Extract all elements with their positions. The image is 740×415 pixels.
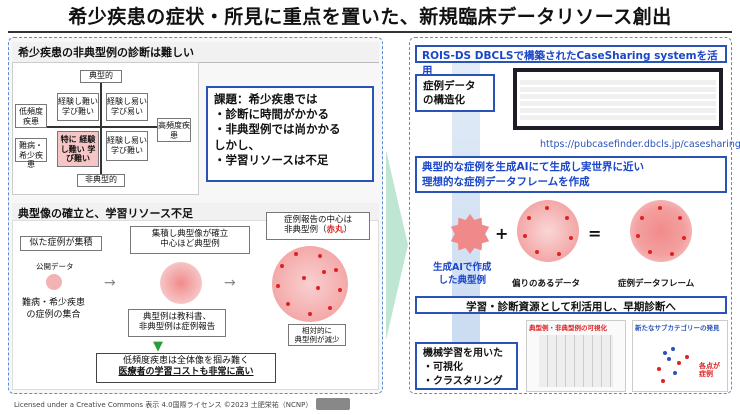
scatter-panel: 新たなサブカテゴリーの発見 各点が症例 [632,320,728,392]
center-text: 非典型例（ [283,225,327,236]
center-text-end: ） [343,225,353,236]
ml-box: 機械学習を用いた ・可視化 ・クラスタリング [415,342,518,390]
axis-bottom-label: 非典型的 [77,174,125,187]
heatmap-grid [539,335,613,387]
quadrant-cell-top-left: 経験し難い 学び難い [57,93,99,121]
head2-line: 理想的な症例データフレームを作成 [422,176,590,189]
viz-title-1: 典型例・非典型例の可視化 [529,324,607,332]
quadrant-cell-top-right: 経験し易い 学び易い [106,93,148,121]
conclusion-box: 低頻度疾患は全体像を掴み難く 医療者の学習コストも非常に高い [96,353,276,383]
axis-left-label: 低頻度疾患 [15,104,47,128]
textbook-line: 非典型例は症例報告 [138,322,216,333]
equals-sign: = [588,224,602,243]
scatter-point-label: 各点が症例 [699,362,720,378]
structure-box: 症例データ の構造化 [415,74,495,112]
case-dataframe-circle [630,200,692,262]
right-heading-2: 典型的な症例を生成AIにて生成し実世界に近い 理想的な症例データフレームを作成 [415,156,727,193]
relative-box: 相対的に 典型例が減少 [288,324,346,346]
viz-title-2: 新たなサブカテゴリーの発見 [635,324,720,332]
quadrant-cell-bottom-right: 経験し易い 学び難い [106,131,148,161]
generated-label: 生成AIで作成 した典型例 [433,262,491,288]
patients-line: の症例の集合 [26,310,81,321]
heatmap-panel: 典型例・非典型例の可視化 [526,320,626,392]
horizontal-axis [47,126,157,128]
issue-line: ・診断に時間がかかる [214,107,329,122]
section1-heading: 希少疾患の非典型例の診断は難しい [12,42,379,63]
big-arrow-icon [386,150,408,340]
red-circle-text: 赤丸 [326,225,344,236]
issue-line: しかし、 [214,137,260,152]
conclusion-emphasis: 医療者の学習コストも非常に高い [118,366,254,377]
head2-line: 典型的な症例を生成AIにて生成し実世界に近い [422,161,645,173]
patients-line: 難病・希少疾患 [22,298,86,308]
relative-line: 典型例が減少 [294,335,340,344]
issue-line: ・非典型例では尚かかる [214,122,341,137]
accum-line: 中心ほど典型例 [160,239,220,250]
structure-line: 症例データ [423,80,476,92]
screenshot-content [517,72,719,126]
public-data-label: 公開データ [36,262,74,271]
case-dataframe-label: 症例データフレーム [618,279,695,289]
issue-box: 課題：希少疾患では ・診断に時間がかかる ・非典型例では尚かかる しかし、 ・学… [206,86,374,182]
gen-line: 生成AIで作成 [433,262,492,273]
center-line: 症例報告の中心は [283,215,352,225]
biased-data-circle [517,200,579,262]
relative-line: 相対的に [302,326,332,335]
ml-line: 機械学習を用いた [423,348,503,359]
conclusion-line: 低頻度疾患は全体像を掴み難く [122,356,249,366]
small-case-circle [46,274,62,290]
axis-top-label: 典型的 [80,70,122,83]
license-footer: Licensed under a Creative Commons 表示 4.0… [14,401,313,409]
title-underline [8,31,732,33]
cc-license-icon [316,398,350,410]
accumulated-case-circle [160,262,202,304]
patients-label: 難病・希少疾患 の症例の集合 [22,297,85,321]
structure-line: の構造化 [423,94,465,107]
textbook-line: 典型例は教科書、 [142,312,211,322]
arrow-right-icon: → [104,275,116,291]
accumulation-box: 集積し典型像が確立 中心ほど典型例 [130,226,250,254]
right-heading-3: 学習・診断資源として利活用し、早期診断へ [415,296,727,314]
case-frame-circle [272,246,348,322]
arrow-right-icon: → [224,275,236,291]
case-report-box: 症例報告の中心は 非典型例（赤丸） [266,212,370,240]
gather-label: 似た症例が集積 [20,236,102,251]
quadrant-cell-bottom-left: 特に 経験し難い 学び難い [57,131,99,167]
casesharing-link[interactable]: https://pubcasefinder.dbcls.jp/caseshari… [540,139,740,150]
textbook-box: 典型例は教科書、 非典型例は症例報告 [128,309,226,337]
right-heading-1: ROIS-DS DBCLSで構築されたCaseSharing systemを活用 [415,45,727,77]
rare-disease-label: 難病・希少疾患 [15,138,47,169]
plus-sign: + [495,224,509,243]
gen-line: した典型例 [438,274,486,286]
casesharing-screenshot [513,68,723,130]
arrow-down-icon: ▼ [153,339,163,354]
axis-right-label: 高頻度疾患 [157,118,191,142]
center-line: 非典型例（赤丸） [267,225,369,235]
issue-line: 課題：希少疾患では [214,92,318,106]
biased-data-label: 偏りのあるデータ [512,279,581,289]
page-title: 希少疾患の症状・所見に重点を置いた、新規臨床データリソース創出 [68,6,672,28]
accum-line: 集積し典型像が確立 [151,229,229,239]
ml-line: ・可視化 [423,362,463,373]
ml-line: ・クラスタリング [423,376,503,387]
issue-line: ・学習リソースは不足 [214,152,329,167]
